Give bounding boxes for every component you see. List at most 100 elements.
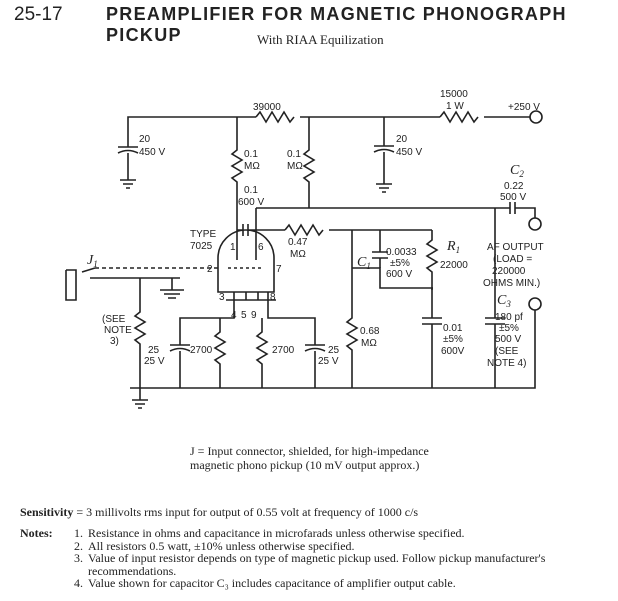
label-c0033-v: 600 V: [386, 269, 412, 280]
note-text: Value shown for capacitor C₃ includes ca…: [88, 576, 456, 591]
label-c25b-v: 25 V: [318, 356, 339, 367]
label-c3-tol: ±5%: [499, 323, 519, 334]
label-c3-v: 500 V: [495, 334, 521, 345]
capacitor-c1: [372, 230, 388, 268]
note-text: Resistance in ohms and capacitance in mi…: [88, 526, 465, 540]
note-item: 3. Value of input resistor depends on typ…: [74, 552, 614, 577]
label-pin1: 1: [230, 242, 236, 253]
label-tube-num: 7025: [190, 241, 213, 252]
page-subtitle: With RIAA Equilization: [257, 32, 384, 47]
label-c0033-tol: ±5%: [390, 258, 410, 269]
label-pin3: 3: [219, 292, 225, 303]
notes-list: 1. Resistance in ohms and capacitance in …: [74, 527, 614, 590]
capacitor-c2: [505, 202, 536, 218]
terminal-af-out-top: [528, 217, 542, 231]
label-af-load: (LOAD =: [493, 254, 532, 265]
resistor-047: [284, 223, 324, 237]
ground-symbol: [132, 388, 148, 409]
resistor-39000: [255, 110, 295, 124]
label-j1: J1: [87, 253, 98, 269]
note-number: 2.: [74, 538, 83, 553]
capacitor-25-right: [267, 300, 326, 388]
tube-7025: [217, 229, 275, 293]
label-af-load-val: 220000: [492, 266, 526, 277]
label-r2700b: 2700: [272, 345, 295, 356]
label-pin2: 2: [207, 264, 213, 275]
label-c3-note2: NOTE 4): [487, 358, 526, 369]
capacitor-20-left: [117, 146, 139, 154]
note-item: 2. All resistors 0.5 watt, ±10% unless ot…: [74, 538, 614, 553]
label-r-15000-w: 1 W: [446, 101, 464, 112]
connector-caption: J = Input connector, shielded, for high-…: [190, 444, 429, 472]
label-c01: 0.1: [244, 185, 258, 196]
note-number: 1.: [74, 526, 83, 540]
label-r1-name: R1: [446, 239, 460, 255]
section-number: 25-17: [14, 4, 63, 25]
label-r068-u: MΩ: [361, 338, 377, 349]
label-c0033: 0.0033: [386, 247, 417, 258]
sensitivity-line: Sensitivity = 3 millivolts rms input for…: [20, 505, 418, 520]
label-r01b-u: MΩ: [287, 161, 303, 172]
label-c2-name: C2: [510, 163, 524, 179]
capacitor-25-left: [169, 300, 235, 388]
resistor-01-right: [302, 117, 316, 208]
label-c20b-v: 450 V: [396, 147, 422, 158]
note-text: All resistors 0.5 watt, ±10% unless othe…: [88, 538, 355, 553]
label-c25a-v: 25 V: [144, 356, 165, 367]
label-c20b: 20: [396, 134, 408, 145]
resistor-01-left: [230, 117, 244, 200]
label-r01a-u: MΩ: [244, 161, 260, 172]
label-c01-v: 600 V: [238, 197, 264, 208]
label-c3-name: C3: [497, 293, 511, 309]
label-pin8: 8: [270, 292, 276, 303]
note-item: 4. Value shown for capacitor C₃ includes …: [74, 577, 614, 590]
label-c1-name: C1: [357, 255, 371, 271]
capacitor-c3: [485, 208, 505, 388]
label-c2-v: 500 V: [500, 192, 526, 203]
label-tube-type: TYPE: [190, 229, 216, 240]
label-r1-val: 22000: [440, 260, 468, 271]
note-text: Value of input resistor depends on type …: [88, 551, 546, 578]
label-r068: 0.68: [360, 326, 380, 337]
resistor-15000: [439, 110, 479, 124]
label-af-ohms: OHMS MIN.): [483, 278, 540, 289]
label-see-note3-a: (SEE: [102, 314, 126, 325]
label-pin7: 7: [276, 264, 282, 275]
page-title: PREAMPLIFIER FOR MAGNETIC PHONOGRAPH PIC…: [106, 4, 567, 45]
label-pin9: 9: [251, 310, 257, 321]
label-c3-note1: (SEE: [495, 346, 519, 357]
resistor-r1: [425, 230, 439, 290]
label-see-note3-b: NOTE: [104, 325, 132, 336]
label-r01b: 0.1: [287, 149, 301, 160]
schematic-diagram: 39000 15000 1 W +250 V 20 450 V 20 450 V…: [65, 89, 544, 409]
input-connector-shell: [65, 269, 77, 301]
label-r-39000: 39000: [253, 102, 281, 113]
resistor-input: [133, 278, 147, 388]
label-c2-val: 0.22: [504, 181, 524, 192]
label-c20a: 20: [139, 134, 151, 145]
label-c3-val: 180 pf: [495, 312, 523, 323]
resistor-2700-right: [255, 318, 269, 388]
sensitivity-text: = 3 millivolts rms input for output of 0…: [76, 505, 419, 519]
resistor-2700-left: [213, 318, 227, 388]
terminal-af-out-bottom: [528, 297, 542, 311]
label-c001-v: 600V: [441, 346, 465, 357]
label-c20a-v: 450 V: [139, 147, 165, 158]
note-number: 3.: [74, 551, 83, 566]
note-number: 4.: [74, 576, 83, 591]
label-pin4: 4: [231, 310, 237, 321]
label-r047-u: MΩ: [290, 249, 306, 260]
label-r-15000: 15000: [440, 89, 468, 100]
label-pin6: 6: [258, 242, 264, 253]
label-pin5: 5: [241, 310, 247, 321]
label-c25b: 25: [328, 345, 340, 356]
label-af-output: AF OUTPUT: [487, 242, 544, 253]
capacitor-001: [422, 288, 442, 388]
notes-label: Notes:: [20, 526, 53, 540]
label-c001: 0.01: [443, 323, 463, 334]
label-see-note3-c: 3): [110, 336, 119, 347]
label-r2700a: 2700: [190, 345, 213, 356]
resistor-068: [345, 268, 359, 388]
terminal-b-plus: [529, 110, 543, 124]
